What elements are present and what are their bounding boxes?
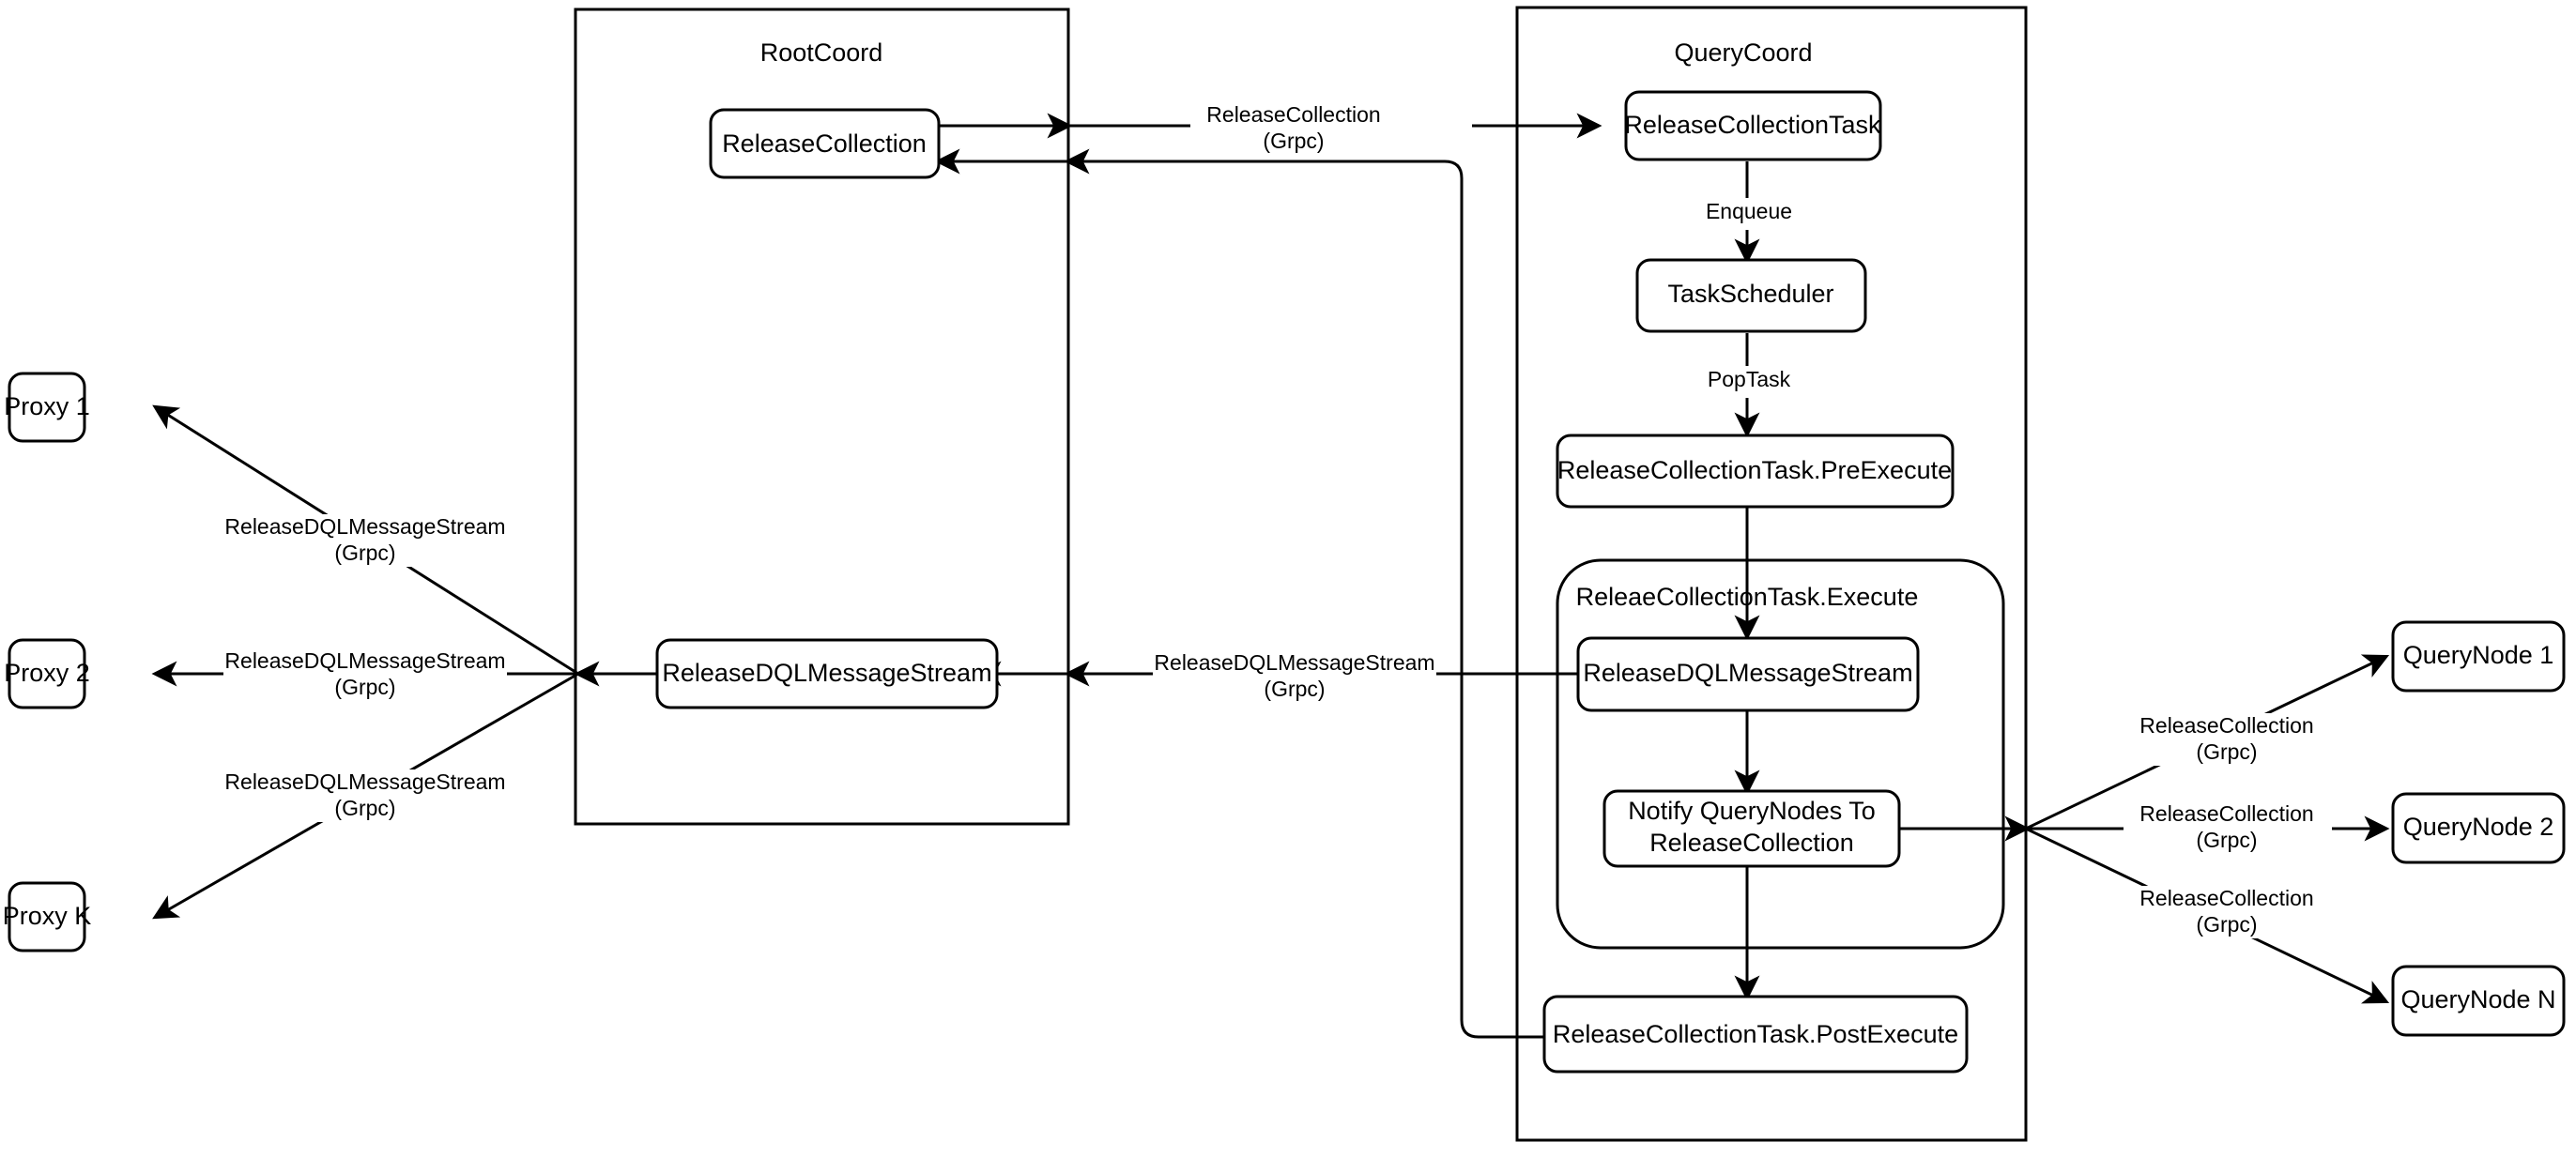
group-querycoord: QueryCoord: [1515, 6, 2028, 1142]
querynode-n-label: QueryNode N: [2400, 985, 2555, 1013]
edge-label-dql-grpc-proxy2: ReleaseDQLMessageStream (Grpc): [223, 647, 507, 700]
execute-container: [1556, 558, 2005, 950]
edge-label-releasecollection-grpc-qnN-line2: (Grpc): [2196, 912, 2257, 937]
edge-label-releasecollection-grpc-qnN-line1: ReleaseCollection: [2139, 886, 2313, 910]
proxy-2-label: Proxy 2: [4, 659, 90, 687]
querycoord-title: QueryCoord: [1674, 38, 1812, 67]
edge-label-releasecollection-grpc-line2: (Grpc): [1263, 129, 1324, 153]
edge-label-releasecollection-grpc-qn2-line1: ReleaseCollection: [2139, 801, 2313, 826]
node-rootcoord-releasedql[interactable]: ReleaseDQLMessageStream: [655, 638, 999, 709]
preexecute-label: ReleaseCollectionTask.PreExecute: [1557, 456, 1952, 484]
querynode-n-box[interactable]: [2391, 965, 2566, 1037]
taskscheduler-box[interactable]: [1635, 258, 1867, 333]
proxy-k-label: Proxy K: [3, 902, 92, 930]
edge-label-dql-grpc-proxyk: ReleaseDQLMessageStream (Grpc): [223, 769, 507, 822]
edge-label-dql-grpc-proxy2-line2: (Grpc): [334, 675, 395, 699]
rootcoord-releasecollection-box[interactable]: [709, 108, 941, 179]
notify-querynodes-box[interactable]: [1602, 789, 1901, 868]
edge-label-dql-grpc-proxy1-line2: (Grpc): [334, 541, 395, 565]
node-proxy-2[interactable]: Proxy 2: [4, 638, 90, 709]
node-proxy-1[interactable]: Proxy 1: [4, 372, 90, 443]
edge-label-dql-grpc-proxyk-line2: (Grpc): [334, 796, 395, 820]
node-postexecute[interactable]: ReleaseCollectionTask.PostExecute: [1542, 995, 1969, 1074]
edge-label-releasecollection-grpc-qn1-line1: ReleaseCollection: [2139, 713, 2313, 738]
proxy-2-box[interactable]: [8, 638, 86, 709]
notify-querynodes-label-line2: ReleaseCollection: [1649, 829, 1854, 857]
node-querynode-n[interactable]: QueryNode N: [2391, 965, 2566, 1037]
preexecute-box[interactable]: [1556, 434, 1955, 509]
proxy-1-box[interactable]: [8, 372, 86, 443]
proxy-k-box[interactable]: [8, 881, 86, 952]
edge-label-dql-grpc-middle-line2: (Grpc): [1264, 677, 1325, 701]
edge-label-dql-grpc-proxyk-line1: ReleaseDQLMessageStream: [224, 769, 505, 794]
edge-label-enqueue: Enqueue: [1679, 198, 1819, 230]
releasecollectiontask-box[interactable]: [1624, 90, 1882, 161]
rootcoord-title: RootCoord: [760, 38, 883, 67]
edge-label-releasecollection-grpc-qn1: ReleaseCollection (Grpc): [2124, 713, 2332, 766]
node-notify-querynodes[interactable]: Notify QueryNodes To ReleaseCollection: [1602, 789, 1901, 868]
node-taskscheduler[interactable]: TaskScheduler: [1635, 258, 1867, 333]
querycoord-releasedql-box[interactable]: [1576, 636, 1920, 712]
edge-label-dql-grpc-proxy2-line1: ReleaseDQLMessageStream: [224, 648, 505, 673]
releasecollectiontask-label: ReleaseCollectionTask: [1624, 111, 1881, 139]
edge-label-releasecollection-grpc-qn2-line2: (Grpc): [2196, 828, 2257, 852]
node-releasecollectiontask[interactable]: ReleaseCollectionTask: [1624, 90, 1882, 161]
edge-label-dql-grpc-middle-line1: ReleaseDQLMessageStream: [1154, 650, 1434, 675]
rootcoord-releasedql-box[interactable]: [655, 638, 999, 709]
edge-label-enqueue-text: Enqueue: [1706, 199, 1792, 223]
edge-label-releasecollection-grpc-qnN: ReleaseCollection (Grpc): [2124, 886, 2332, 938]
edge-label-releasecollection-grpc-qn2: ReleaseCollection (Grpc): [2124, 801, 2332, 855]
node-proxy-k[interactable]: Proxy K: [3, 881, 92, 952]
querynode-2-box[interactable]: [2391, 792, 2566, 864]
querynode-2-label: QueryNode 2: [2403, 813, 2554, 841]
node-querynode-2[interactable]: QueryNode 2: [2391, 792, 2566, 864]
notify-querynodes-label-line1: Notify QueryNodes To: [1628, 797, 1876, 825]
rootcoord-releasecollection-label: ReleaseCollection: [722, 129, 927, 158]
node-querynode-1[interactable]: QueryNode 1: [2391, 620, 2566, 693]
edge-postexecute-return: [934, 148, 1544, 1039]
edge-label-dql-grpc-middle: ReleaseDQLMessageStream (Grpc): [1153, 650, 1436, 707]
querynode-1-box[interactable]: [2391, 620, 2566, 693]
edge-label-dql-grpc-proxy1: ReleaseDQLMessageStream (Grpc): [223, 514, 507, 567]
postexecute-label: ReleaseCollectionTask.PostExecute: [1553, 1020, 1958, 1048]
querynode-1-label: QueryNode 1: [2403, 641, 2554, 669]
rootcoord-container: [574, 8, 1070, 826]
group-rootcoord: RootCoord: [574, 8, 1070, 826]
node-rootcoord-releasecollection[interactable]: ReleaseCollection: [709, 108, 941, 179]
edge-label-releasecollection-grpc-line1: ReleaseCollection: [1206, 102, 1380, 127]
edge-label-poptask: PopTask: [1683, 366, 1815, 398]
taskscheduler-label: TaskScheduler: [1667, 280, 1833, 308]
proxy-1-label: Proxy 1: [4, 392, 90, 420]
postexecute-box[interactable]: [1542, 995, 1969, 1074]
querycoord-container: [1515, 6, 2028, 1142]
edge-label-poptask-text: PopTask: [1708, 367, 1791, 391]
edge-label-releasecollection-grpc-qn1-line2: (Grpc): [2196, 739, 2257, 764]
edge-label-releasecollection-grpc: ReleaseCollection (Grpc): [1190, 102, 1472, 158]
edge-label-dql-grpc-proxy1-line1: ReleaseDQLMessageStream: [224, 514, 505, 539]
group-execute: ReleaeCollectionTask.Execute: [1556, 558, 2005, 950]
rootcoord-releasedql-label: ReleaseDQLMessageStream: [662, 659, 991, 687]
node-preexecute[interactable]: ReleaseCollectionTask.PreExecute: [1556, 434, 1955, 509]
node-querycoord-releasedql[interactable]: ReleaseDQLMessageStream: [1576, 636, 1920, 712]
querycoord-releasedql-label: ReleaseDQLMessageStream: [1583, 659, 1912, 687]
